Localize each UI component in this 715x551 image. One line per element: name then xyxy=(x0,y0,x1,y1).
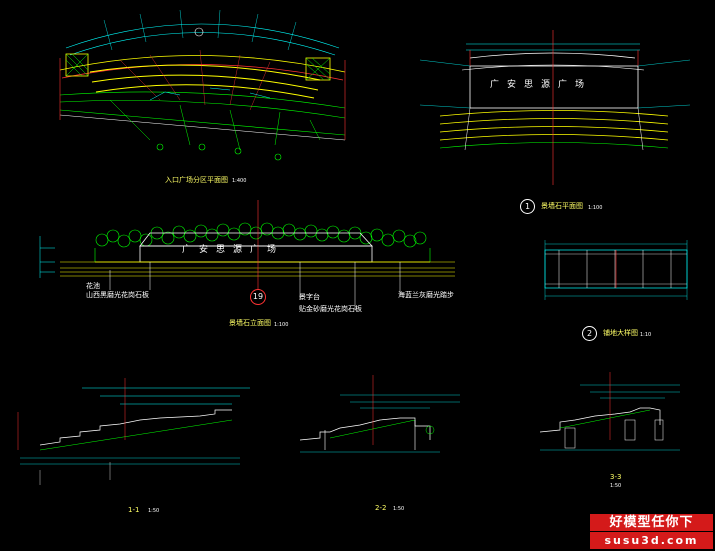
wall-plan-number: 1 xyxy=(520,199,535,214)
elevation-note-2: 山西黑磨光花岗石板 xyxy=(86,291,149,299)
elevation-note-3: 景字台 xyxy=(299,293,320,301)
elevation-number: 19 xyxy=(250,289,266,305)
elevation-sign: 广安思源广场 xyxy=(182,245,285,255)
elevation-note-5: 海蓝兰灰磨光踏步 xyxy=(398,291,454,299)
section-2-title: 2-2 xyxy=(375,504,387,512)
wall-plan-sign: 广安思源广场 xyxy=(490,80,593,90)
elevation-title: 景墙石立面图 xyxy=(229,319,271,327)
watermark-line2: susu3d.com xyxy=(590,532,713,549)
section-1-scale: 1:50 xyxy=(148,508,160,514)
elevation-note-4: 贴金砂磨光花岗石板 xyxy=(299,305,362,313)
wall-elevation xyxy=(39,200,455,310)
elevation-scale: 1:100 xyxy=(274,322,289,328)
detail-scale: 1:10 xyxy=(640,332,652,338)
elevation-note-1: 花池 xyxy=(86,282,100,290)
wall-plan-title: 景墙石平面图 xyxy=(541,202,583,210)
section-1-title: 1-1 xyxy=(128,506,140,514)
section-3-3 xyxy=(539,372,680,451)
section-3-scale: 1:50 xyxy=(610,483,622,489)
section-2-scale: 1:50 xyxy=(393,506,405,512)
paving-detail xyxy=(544,240,688,300)
section-1-1 xyxy=(17,378,250,485)
detail-title: 铺地大样图 xyxy=(603,329,638,337)
section-3-title: 3-3 xyxy=(610,473,622,481)
watermark-line1: 好模型任你下 xyxy=(590,514,713,531)
entrance-plan xyxy=(59,9,346,161)
entrance-plan-scale: 1:400 xyxy=(232,178,247,184)
entrance-plan-title: 入口广场分区平面图 xyxy=(165,176,228,184)
wall-plan xyxy=(419,30,691,185)
section-2-2 xyxy=(299,375,460,453)
wall-plan-scale: 1:100 xyxy=(588,205,603,211)
detail-number: 2 xyxy=(582,326,597,341)
